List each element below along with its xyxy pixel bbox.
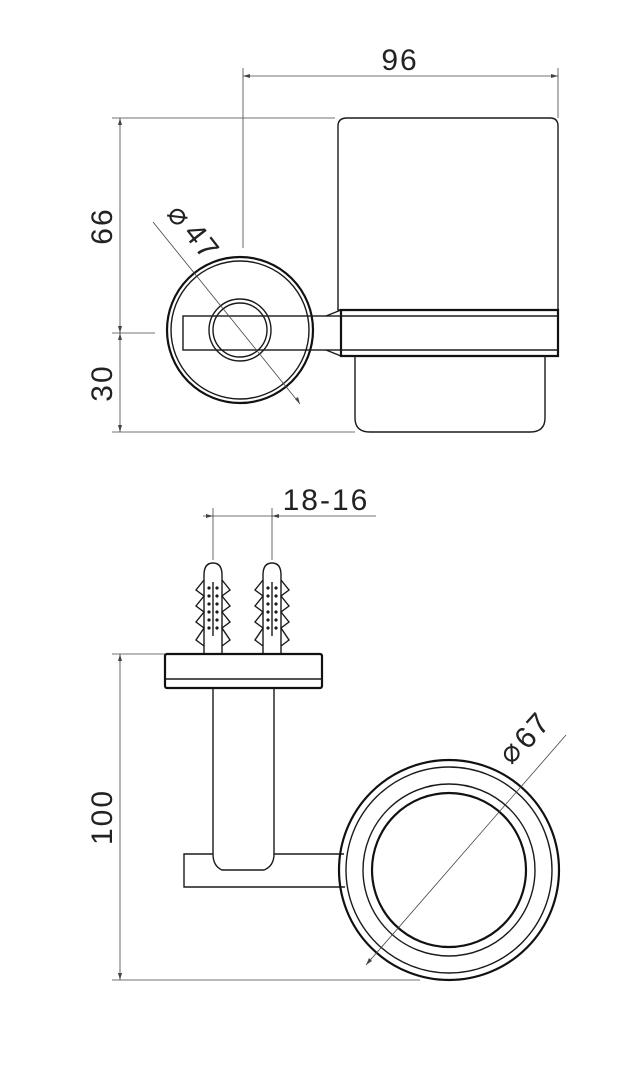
plug-dot (274, 602, 278, 606)
plug-dot (266, 594, 270, 598)
tumbler (337, 117, 560, 433)
horizontal-bracket (183, 853, 345, 888)
plug-dot (274, 610, 278, 614)
plug-spacing-label: 18-16 (283, 484, 370, 517)
vertical-post (212, 688, 275, 871)
plug-dot (207, 594, 211, 598)
plug-dot (207, 602, 211, 606)
upper-height-label: 66 (86, 207, 119, 244)
height-dimension: 66 30 (86, 117, 355, 433)
front-height-label: 100 (86, 789, 119, 845)
plug-dot (266, 618, 270, 622)
plug-dot (207, 610, 211, 614)
top-view: 96 66 30 (86, 44, 560, 433)
plug-dot (215, 594, 219, 598)
plug-dot (215, 610, 219, 614)
wall-plug-right (254, 562, 290, 654)
tumbler-ring (337, 758, 561, 982)
width-dimension: 96 (242, 44, 559, 248)
plug-dot (266, 602, 270, 606)
base-diameter-dimension: ⌀ 47 (152, 198, 301, 405)
plug-dot (274, 594, 278, 598)
plug-dot (207, 586, 211, 590)
plug-dot (207, 626, 211, 630)
front-height-dimension: 100 (86, 653, 420, 981)
plug-dots (207, 586, 278, 630)
plug-dot (274, 618, 278, 622)
plug-dot (274, 586, 278, 590)
lower-height-label: 30 (86, 364, 119, 401)
base-plate (163, 652, 324, 690)
plug-dot (266, 586, 270, 590)
wall-base-disc (165, 255, 315, 405)
plug-dot (215, 602, 219, 606)
front-view: 18-16 (86, 484, 567, 982)
plug-dot (215, 626, 219, 630)
holder-arm (182, 309, 342, 357)
plug-dot (215, 618, 219, 622)
plug-dot (207, 618, 211, 622)
plug-dot (274, 626, 278, 630)
plug-dot (266, 610, 270, 614)
plug-dot (266, 626, 270, 630)
plug-dot (215, 586, 219, 590)
wall-plug-left (195, 562, 231, 654)
width-label: 96 (381, 44, 418, 77)
plug-spacing-dimension: 18-16 (203, 484, 376, 560)
